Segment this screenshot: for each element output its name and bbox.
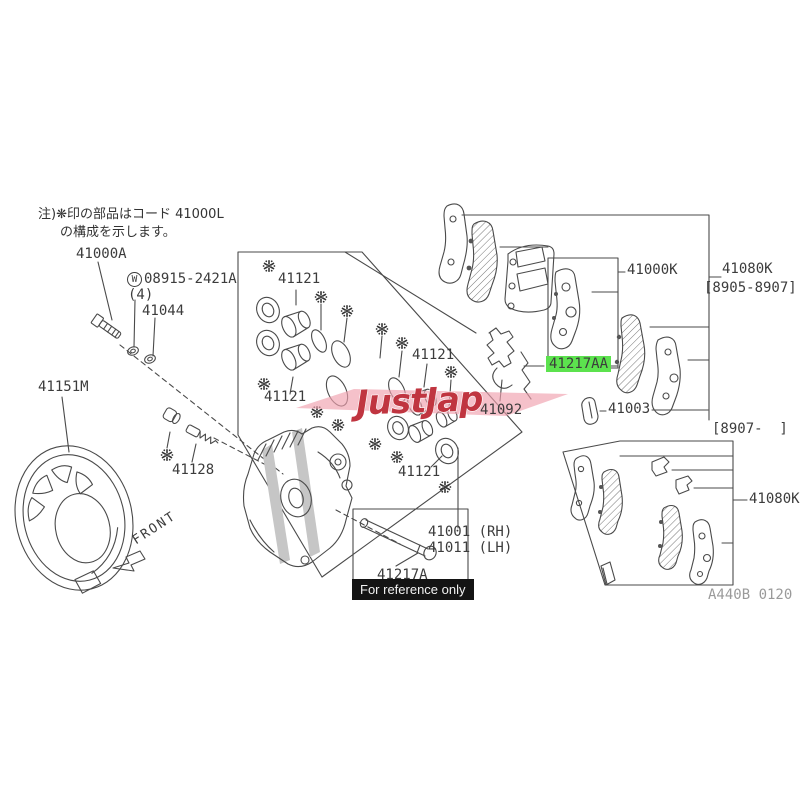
guide-pin-drawing [359,518,437,561]
part-label-41080k-bottom: 41080K [749,491,800,507]
part-label-41121-2: 41121 [264,389,307,405]
kit-marker-flake-icon [159,448,175,462]
part-label-range-8905-8907: [8905-8907] [704,280,797,296]
seal-kit-boundary [237,251,523,578]
brake-pads-bottom-drawing [570,455,714,586]
reference-only-overlay: For reference only [352,579,474,600]
kit-marker-flake-icon [394,336,410,350]
part-label-41044: 41044 [142,303,185,319]
part-label-41001-rh: 41001 (RH) [428,524,513,540]
kit-marker-flake-icon [339,304,355,318]
part-label-41000a: 41000A [76,246,127,262]
kit-marker-flake-icon [256,377,272,391]
part-label-41011-lh: 41011 (LH) [428,540,513,556]
part-label-08915-qty: (4) [128,287,154,303]
seal-kit-inner-diagonal [344,251,477,334]
brake-caliper-drawing [242,426,353,568]
part-label-41128: 41128 [172,462,215,478]
part-label-41151m: 41151M [38,379,89,395]
part-label-41217aa: 41217AA [546,356,612,372]
doc-code: A440B 0120 [708,587,793,603]
kit-marker-flakes [159,259,459,494]
part-label-41217a: 41217A [377,567,428,583]
part-label-41003: 41003 [608,401,651,417]
brake-pads-top-drawing [438,203,681,416]
kit-marker-flake-icon [313,290,329,304]
kit-marker-flake-icon [330,418,346,432]
pad-clips-drawing [486,327,599,425]
dust-shield-drawing [14,445,134,594]
kit-marker-flake-icon [367,437,383,451]
front-arrow-icon [112,550,146,572]
watermark-swoosh [296,389,568,416]
part-label-41080k-top: 41080K [722,261,773,277]
kit-marker-flake-icon [389,450,405,464]
part-label-41121-1: 41121 [278,271,321,287]
part-label-41121-3: 41121 [412,347,455,363]
part-label-41000k: 41000K [627,262,678,278]
part-label-range-8907: [8907- ] [712,421,788,437]
watermark-text: JustJap [349,379,483,424]
hardware-drawing [90,313,219,445]
kit-marker-flake-icon [374,322,390,336]
kit-marker-flake-icon [261,259,277,273]
pads-box-bottom [562,440,734,586]
note-line-2: の構成を示します。 [60,225,176,240]
pads-box-41000k [547,257,619,369]
watermark: JustJap [296,379,568,424]
note-line-1: 注)❋印の部品はコード 41000L [38,207,224,222]
part-label-41092: 41092 [480,402,523,418]
part-label-41121-4: 41121 [398,464,441,480]
pin-box [352,508,469,581]
kit-marker-flake-icon [443,365,459,379]
pads-box-top [461,214,710,421]
circled-w-prefix: W [127,272,142,287]
